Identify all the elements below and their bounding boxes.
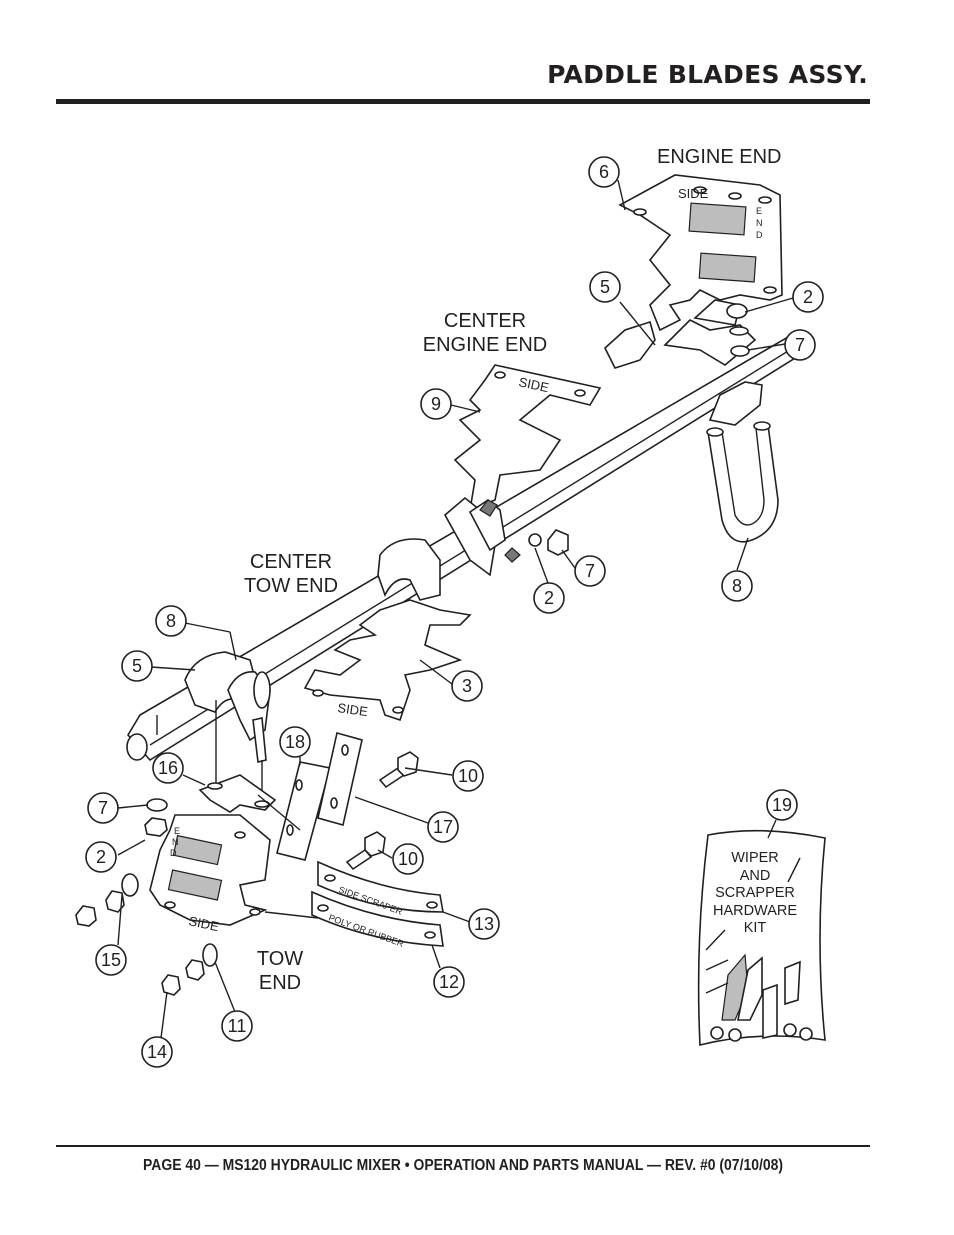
callout-19: 19	[766, 789, 798, 821]
callout-10: 10	[452, 760, 484, 792]
svg-text:7: 7	[795, 335, 805, 355]
callout-14: 14	[141, 1036, 173, 1068]
callout-2: 2	[85, 841, 117, 873]
callout-10: 10	[392, 843, 424, 875]
svg-text:12: 12	[439, 972, 459, 992]
kit-label-line2: AND	[740, 868, 771, 884]
center-engine-end-blade: SIDE	[453, 364, 602, 512]
svg-text:10: 10	[458, 766, 478, 786]
svg-text:9: 9	[431, 394, 441, 414]
svg-text:2: 2	[544, 588, 554, 608]
callouts: 6 5 2 7 9 2 7 8 8 5 3 18 16 10 7 17 2 10…	[85, 156, 824, 1068]
svg-text:7: 7	[585, 561, 595, 581]
page-title: PADDLE BLADES ASSY.	[547, 60, 868, 89]
svg-text:10: 10	[398, 849, 418, 869]
callout-17: 17	[427, 811, 459, 843]
hardware-kit: WIPER AND SCRAPPER HARDWARE KIT	[697, 829, 826, 1047]
side-marking: SIDE	[678, 186, 709, 201]
svg-text:13: 13	[474, 914, 494, 934]
engine-end-clamp	[604, 299, 763, 426]
svg-text:6: 6	[599, 162, 609, 182]
header-rule	[56, 99, 870, 104]
callout-18: 18	[279, 726, 311, 758]
side-marking: SIDE	[517, 374, 550, 395]
svg-text:2: 2	[96, 847, 106, 867]
svg-text:5: 5	[600, 277, 610, 297]
callout-2: 2	[533, 582, 565, 614]
side-marking: SIDE	[187, 913, 220, 934]
callout-15: 15	[95, 944, 127, 976]
svg-text:18: 18	[285, 732, 305, 752]
callout-7: 7	[87, 792, 119, 824]
svg-text:15: 15	[101, 950, 121, 970]
kit-label-line4: HARDWARE	[713, 903, 797, 919]
center-tow-end-label-1: CENTER	[250, 551, 332, 573]
svg-text:8: 8	[732, 576, 742, 596]
kit-label-line1: WIPER	[731, 850, 779, 866]
callout-8: 8	[721, 570, 753, 602]
end-marking-e: E	[174, 826, 180, 836]
engine-end-label: ENGINE END	[657, 146, 781, 168]
side-marking: SIDE	[337, 700, 369, 719]
callout-9: 9	[420, 388, 452, 420]
callout-8: 8	[155, 605, 187, 637]
end-marking-d: D	[170, 848, 177, 858]
engine-end-blade: SIDE E N D	[618, 174, 783, 332]
end-marking-n: N	[172, 837, 179, 847]
tow-end-label-2: END	[259, 972, 301, 994]
callout-5: 5	[121, 650, 153, 682]
svg-text:5: 5	[132, 656, 142, 676]
svg-text:7: 7	[98, 798, 108, 818]
center-tow-end-label-2: TOW END	[244, 575, 338, 597]
center-engine-end-label-1: CENTER	[444, 310, 526, 332]
tow-end-blade: SIDE E N D	[149, 774, 277, 934]
side-scraper-strips: SIDE SCRAPER POLY OR RUBBER	[311, 860, 444, 949]
kit-label-line5: KIT	[744, 920, 767, 936]
end-marking-d: D	[756, 230, 763, 240]
callout-6: 6	[588, 156, 620, 188]
callout-5: 5	[589, 271, 621, 303]
center-tow-end-blade: SIDE	[303, 538, 472, 722]
svg-text:3: 3	[462, 676, 472, 696]
svg-text:17: 17	[433, 817, 453, 837]
callout-2: 2	[792, 281, 824, 313]
callout-3: 3	[451, 670, 483, 702]
page-footer: PAGE 40 — MS120 HYDRAULIC MIXER • OPERAT…	[142, 1157, 784, 1174]
callout-7: 7	[784, 329, 816, 361]
end-marking-e: E	[756, 206, 762, 216]
center-engine-end-clamp	[443, 496, 569, 577]
bolts	[345, 751, 419, 871]
callout-12: 12	[433, 966, 465, 998]
callout-7: 7	[574, 555, 606, 587]
kit-label-line3: SCRAPPER	[715, 885, 795, 901]
center-engine-end-label-2: ENGINE END	[423, 334, 547, 356]
footer-rule	[56, 1145, 870, 1147]
leader-lines	[117, 179, 794, 1039]
callout-13: 13	[468, 908, 500, 940]
end-scraper-strips	[276, 732, 363, 861]
tow-end-label-1: TOW	[257, 948, 303, 970]
callout-16: 16	[152, 752, 184, 784]
u-bolt	[706, 421, 779, 543]
svg-text:8: 8	[166, 611, 176, 631]
svg-text:19: 19	[772, 795, 792, 815]
svg-text:11: 11	[228, 1016, 247, 1036]
tow-end-clamp	[184, 651, 271, 790]
callout-11: 11	[221, 1010, 253, 1042]
svg-text:14: 14	[147, 1042, 167, 1062]
tow-end-hardware	[75, 798, 218, 996]
svg-text:2: 2	[803, 287, 813, 307]
svg-text:16: 16	[158, 758, 178, 778]
end-marking-n: N	[756, 218, 763, 228]
